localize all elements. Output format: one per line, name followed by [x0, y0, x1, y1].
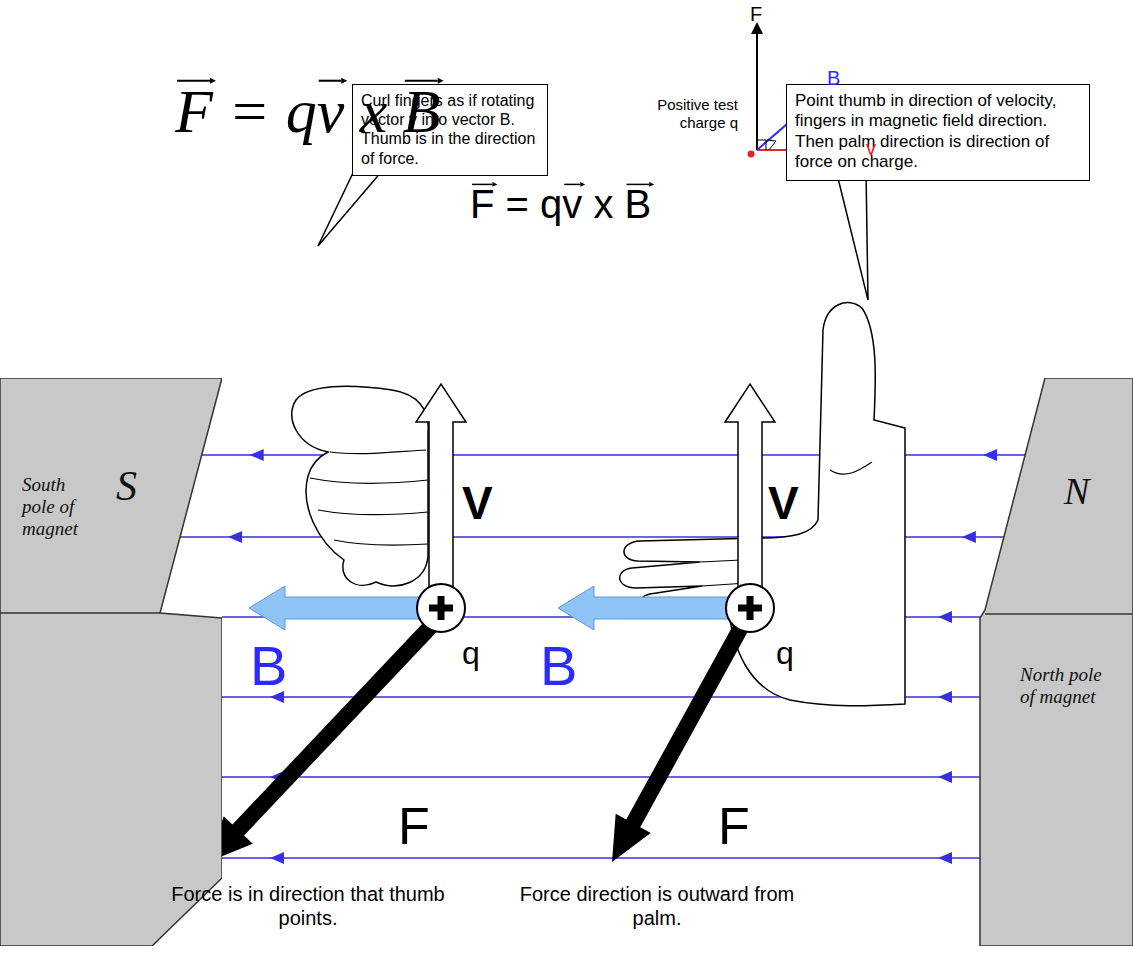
pole-letter: S: [116, 462, 176, 510]
magnet-body: [0, 378, 222, 946]
right-angle-mark: [757, 140, 766, 150]
velocity-arrow: [416, 384, 466, 588]
label-anchor: F: [750, 2, 770, 26]
callout-tail: [836, 170, 868, 300]
label-anchor: B: [540, 632, 590, 699]
magnet-edge: [985, 613, 1133, 615]
label-anchor: v: [866, 136, 886, 160]
magnet-text-anchor: South pole of magnet: [22, 474, 100, 540]
field-arrow-head: [962, 531, 976, 543]
force-arrow: [208, 617, 441, 862]
field-arrow: [558, 586, 750, 630]
curled-hand: [292, 386, 429, 586]
magnet-text-anchor: North pole of magnet: [1020, 664, 1104, 708]
magnet-text-anchor: N: [1064, 470, 1114, 514]
field-arrow-head: [938, 771, 952, 783]
magnet-pole: N North pole of magnet: [978, 378, 1133, 946]
label-anchor: Force direction is outward from palm.: [512, 882, 802, 930]
charge-label: q: [462, 634, 492, 672]
open-hand: [620, 303, 905, 706]
force-vector: [756, 32, 758, 150]
field-arrow-head: [983, 449, 997, 461]
field-line: [222, 857, 980, 859]
magnet-shape: [978, 378, 1133, 946]
vector-label: V: [462, 476, 506, 531]
positive-charge: [417, 584, 465, 632]
label-anchor: F: [718, 795, 758, 857]
label-anchor: B: [827, 66, 851, 90]
label-anchor: Positive test charge q: [634, 96, 738, 132]
label-anchor: V: [462, 476, 506, 531]
field-arrow-head: [250, 449, 264, 461]
vector-label: F: [398, 795, 438, 857]
field-arrow-head: [938, 611, 952, 623]
field-line: [222, 776, 980, 778]
plus-sign: [747, 596, 754, 620]
charge-dot: [748, 151, 755, 158]
right-angle-mark: [767, 140, 776, 150]
note: Positive test charge q: [634, 96, 738, 132]
finger-crease: [318, 510, 428, 515]
label-anchor: q: [776, 634, 806, 672]
vector-label: F: [718, 795, 758, 857]
field-arrow-head: [938, 852, 952, 864]
charge-label: q: [776, 634, 806, 672]
field-arrow-head: [938, 691, 952, 703]
pole-letter: N: [1064, 470, 1114, 514]
label-anchor: V: [768, 476, 812, 531]
formula: F = qv x B: [470, 180, 730, 228]
plus-sign: [438, 596, 445, 620]
vector-label: B: [827, 66, 851, 90]
positive-charge: [726, 584, 774, 632]
vector-label: F: [750, 2, 770, 26]
callout-text: Point thumb in direction of velocity, fi…: [795, 91, 1081, 173]
vector-arrows: [177, 78, 775, 862]
label-anchor: Force is in direction that thumb points.: [148, 882, 468, 930]
label-anchor: B: [250, 632, 300, 699]
callout-box: Point thumb in direction of velocity, fi…: [786, 84, 1090, 181]
vector-label: V: [768, 476, 812, 531]
field-arrow: [249, 586, 441, 630]
pole-name: South pole of magnet: [22, 474, 100, 540]
label-anchor: F = qv x B: [175, 74, 555, 148]
finger-crease: [310, 478, 428, 484]
field-arrow-head: [228, 531, 242, 543]
vector-label: v: [866, 136, 886, 160]
label-anchor: F: [398, 795, 438, 857]
formula: F = qv x B: [175, 74, 555, 148]
vector-label: B: [250, 632, 300, 699]
magnet-text-anchor: S: [116, 462, 176, 510]
velocity-arrow: [725, 384, 775, 588]
pole-name: North pole of magnet: [1020, 664, 1104, 708]
label-anchor: q: [462, 634, 492, 672]
label-anchor: F = qv x B: [470, 180, 730, 228]
finger-crease: [330, 450, 426, 454]
note: Force direction is outward from palm.: [512, 882, 802, 930]
magnet-shape: [0, 378, 222, 946]
magnet-edge: [0, 612, 160, 614]
magnet-body: [980, 378, 1133, 946]
note: Force is in direction that thumb points.: [148, 882, 468, 930]
vector-label: B: [540, 632, 590, 699]
thumb-crease: [830, 462, 872, 474]
finger-crease: [334, 540, 428, 545]
field-arrow-head: [270, 852, 284, 864]
magnet-pole: S South pole of magnet: [0, 378, 222, 946]
